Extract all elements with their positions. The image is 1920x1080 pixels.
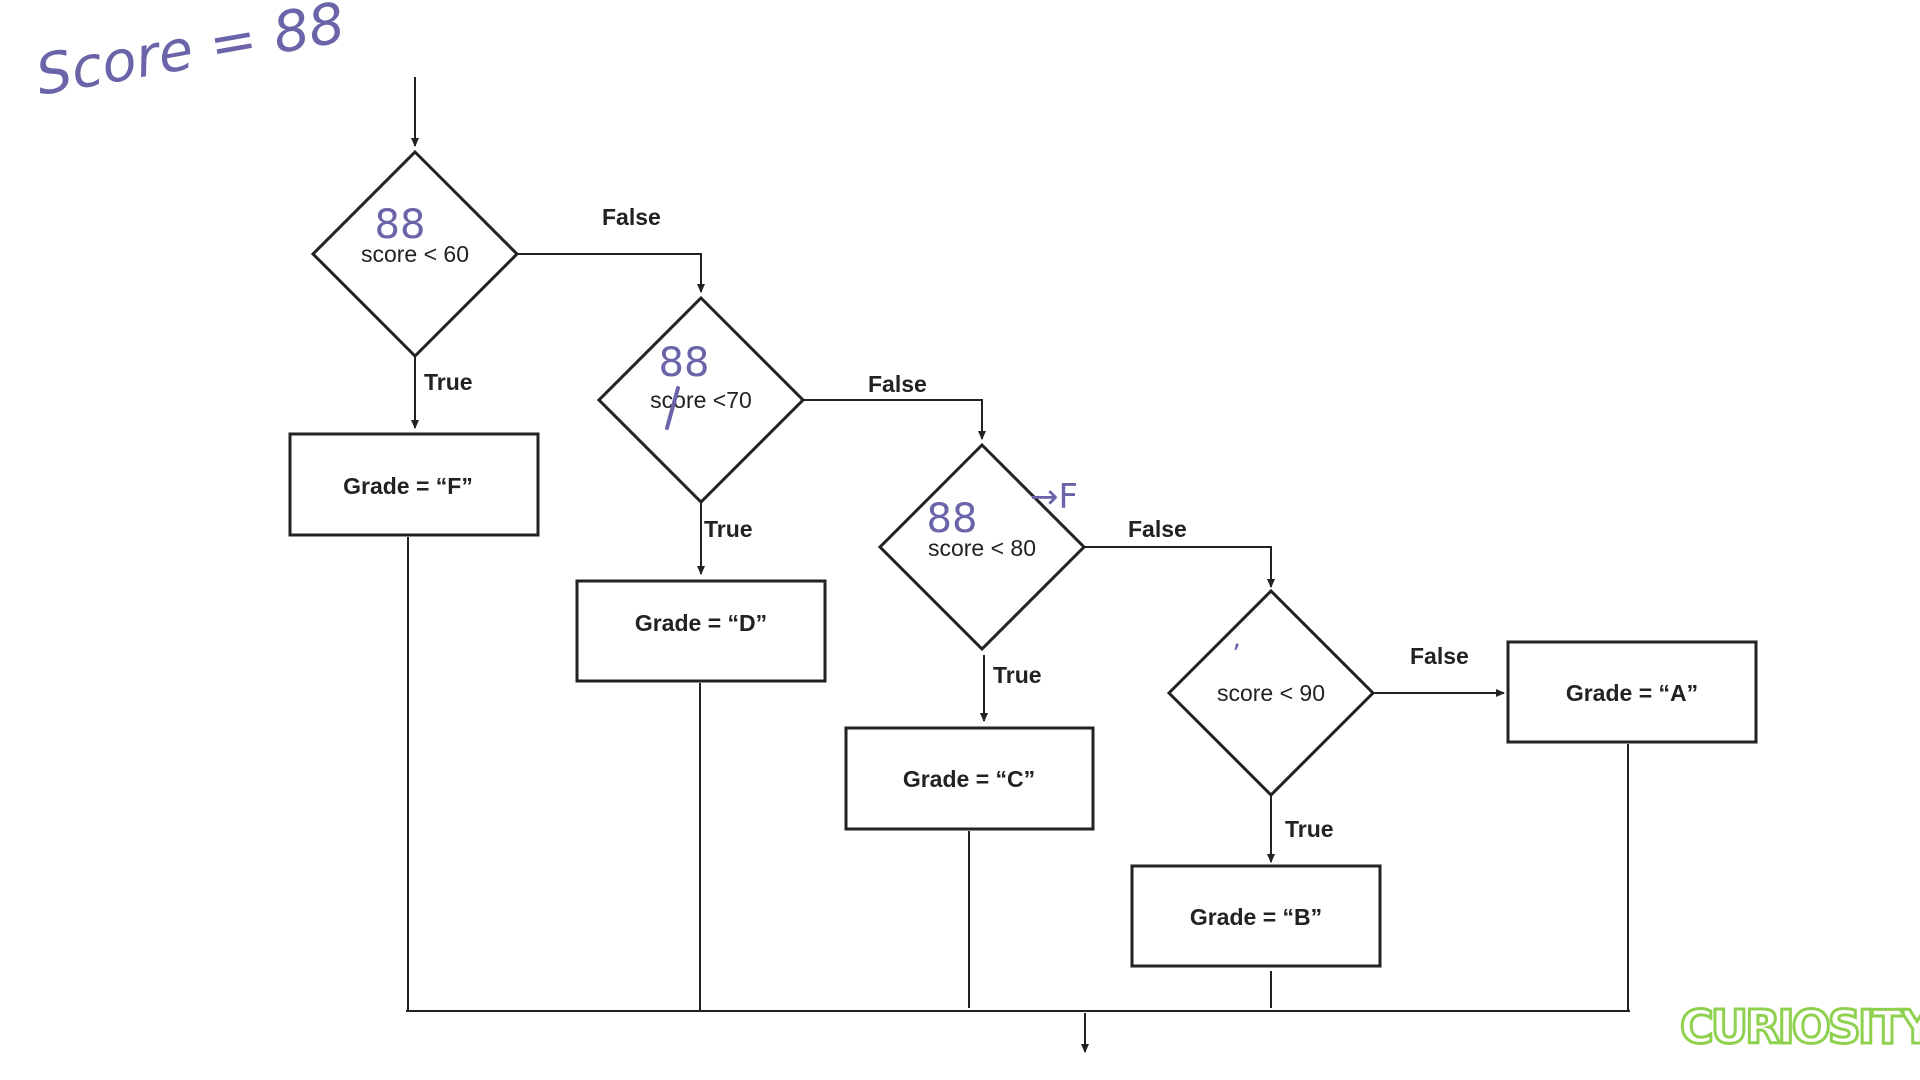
handwritten-score-annotation: Score = 88: [31, 0, 349, 109]
decision-condition: score < 60: [361, 241, 469, 267]
decision-score-lt-80: 88 →F score < 80: [877, 442, 1087, 652]
false-label: False: [1128, 516, 1187, 542]
decision-condition: score < 90: [1217, 680, 1325, 706]
handwritten-value-note: 88: [927, 496, 978, 542]
handwritten-dot-note: ʼ: [1232, 638, 1241, 671]
false-label: False: [1410, 643, 1469, 669]
false-connector: [803, 399, 986, 440]
true-label: True: [704, 516, 753, 542]
grade-c-box: Grade = “C”: [844, 726, 1095, 831]
grade-c-label: Grade = “C”: [903, 766, 1035, 792]
handwritten-arrow-note: →F: [1030, 477, 1078, 517]
grade-d-box: Grade = “D”: [575, 579, 827, 683]
grade-d-label: Grade = “D”: [635, 610, 767, 636]
handwritten-strike-mark: [665, 386, 680, 430]
decision-condition: score <70: [650, 387, 752, 413]
merge-connectors: [406, 537, 1630, 1012]
process-box: [1130, 864, 1382, 968]
process-box: [844, 726, 1095, 831]
grade-b-box: Grade = “B”: [1130, 864, 1382, 968]
curiosity-logo: CURIOSITY: [1680, 1000, 1920, 1054]
process-box: [575, 579, 827, 683]
false-label: False: [602, 204, 661, 230]
grade-a-label: Grade = “A”: [1566, 680, 1698, 706]
grade-f-box: Grade = “F”: [288, 432, 540, 537]
decision-score-lt-60: 88 score < 60: [310, 149, 520, 359]
grade-b-label: Grade = “B”: [1190, 904, 1322, 930]
grade-f-label: Grade = “F”: [343, 473, 473, 499]
false-connector: [1084, 546, 1275, 588]
decision-condition: score < 80: [928, 535, 1036, 561]
true-label: True: [993, 662, 1042, 688]
true-label: True: [1285, 816, 1334, 842]
decision-score-lt-70: 88 score <70: [596, 295, 806, 505]
process-box: [1506, 640, 1758, 744]
decision-diamond: [877, 442, 1087, 652]
decision-score-lt-90: ʼ score < 90: [1166, 588, 1376, 798]
false-label: False: [868, 371, 927, 397]
process-box: [288, 432, 540, 537]
handwritten-value-note: 88: [375, 202, 426, 248]
false-connector: [517, 253, 705, 293]
handwritten-value-note: 88: [659, 340, 710, 386]
grade-a-box: Grade = “A”: [1506, 640, 1758, 744]
true-label: True: [424, 369, 473, 395]
